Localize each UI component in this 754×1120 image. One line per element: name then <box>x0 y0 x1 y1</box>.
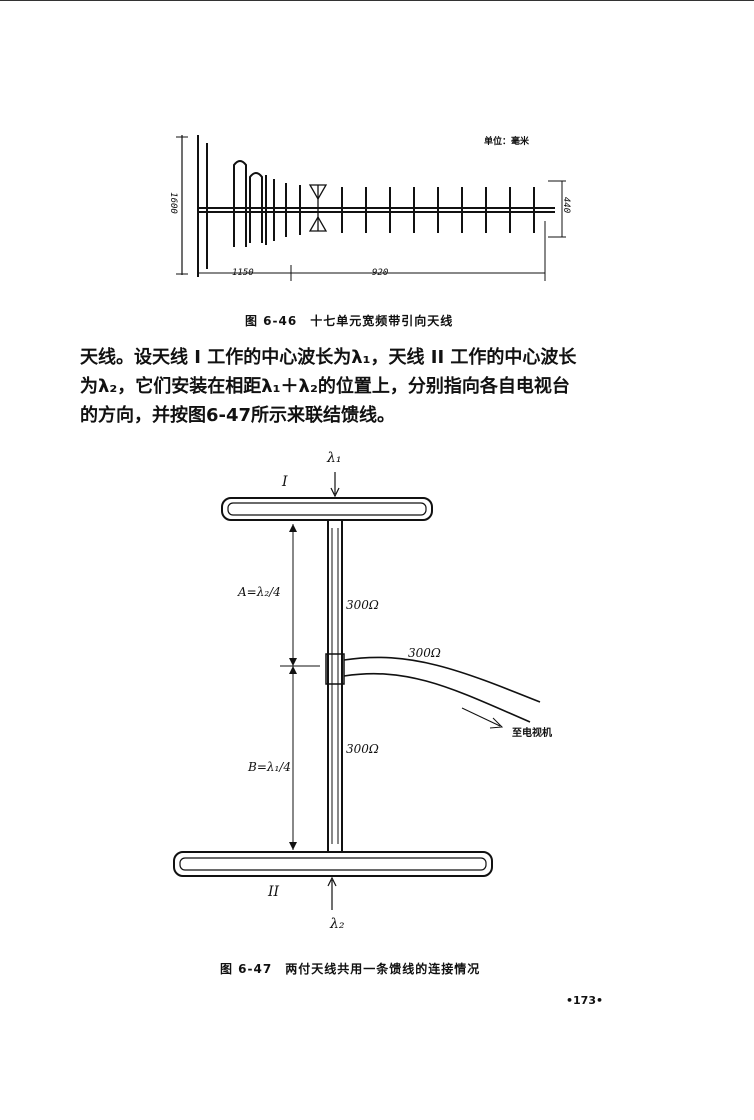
page-number: •173• <box>566 994 604 1007</box>
dimension-a-label: A=λ₂/4 <box>238 585 281 599</box>
figure-6-47-caption: 图 6-47 两付天线共用一条馈线的连接情况 <box>220 962 481 976</box>
body-line-2: 为λ₂，它们安装在相距λ₁＋λ₂的位置上，分别指向各自电视台 <box>80 376 570 397</box>
cable-impedance-label: 300Ω <box>408 646 441 660</box>
figure-6-46-caption: 图 6-46 十七单元宽频带引向天线 <box>245 314 454 328</box>
shared-feeder-diagram <box>173 472 541 910</box>
body-line-1: 天线。设天线 I 工作的中心波长为λ₁，天线 II 工作的中心波长 <box>80 347 577 368</box>
upper-impedance-label: 300Ω <box>346 598 379 612</box>
lambda2-label: λ₂ <box>330 916 345 932</box>
lambda1-label: λ₁ <box>327 450 342 466</box>
antenna-i-label: I <box>282 474 288 490</box>
lower-impedance-label: 300Ω <box>346 742 379 756</box>
body-paragraph: 天线。设天线 I 工作的中心波长为λ₁，天线 II 工作的中心波长 为λ₂，它们… <box>80 343 660 430</box>
right-height-label: 440 <box>561 196 572 214</box>
unit-label: 单位：毫米 <box>484 137 530 147</box>
left-span-label: 1150 <box>232 268 254 278</box>
right-span-label: 920 <box>372 268 389 278</box>
antenna-ii-label: II <box>268 884 280 900</box>
body-line-3: 的方向，并按图6-47所示来联结馈线。 <box>80 405 396 426</box>
yagi-antenna-diagram <box>176 135 566 281</box>
to-tv-label: 至电视机 <box>512 728 552 739</box>
page-top-border <box>0 0 754 1</box>
dimension-b-label: B=λ₁/4 <box>248 760 291 774</box>
height-dimension-label: 1600 <box>167 192 178 214</box>
